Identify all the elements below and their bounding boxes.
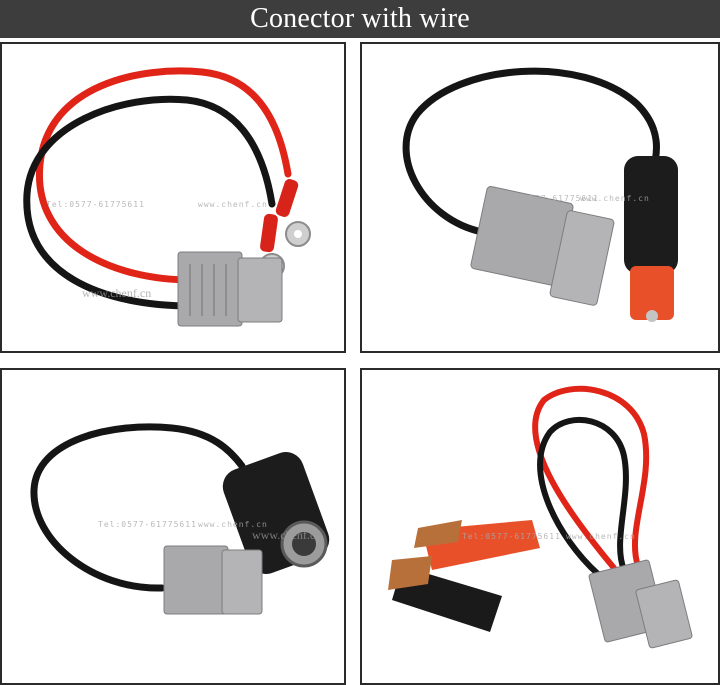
page-title: Conector with wire — [250, 3, 470, 34]
watermark-site-small-4: www.chenf.cn — [566, 532, 636, 541]
watermark-phone: Tel:0577-61775611 — [46, 200, 145, 209]
watermark-site-small-2: www.chenf.cn — [580, 194, 650, 203]
watermark-site-small: www.chenf.cn — [198, 200, 268, 209]
product-panel-cigarette-socket[interactable]: Tel:0577-61775611 www.chenf.cn www.chenf… — [0, 368, 346, 685]
watermark-site: www.chenf.cn — [82, 286, 152, 300]
product-panel-cigarette-plug[interactable]: Tel:0577-61775611 www.chenf.cn — [360, 42, 720, 353]
watermark-phone-4: Tel:0577-61775611 — [462, 532, 561, 541]
watermark-site-small-3: www.chenf.cn — [198, 520, 268, 529]
watermark-site-3: www.chenf.cn — [252, 528, 322, 542]
watermark-phone-3: Tel:0577-61775611 — [98, 520, 197, 529]
watermark-phone-2: Tel:0577-61775611 — [500, 194, 599, 203]
battery-clamp-connector-image — [388, 385, 693, 649]
cigarette-plug-connector-image — [402, 67, 678, 322]
product-panel-battery-clamp[interactable]: Tel:0577-61775611 www.chenf.cn — [360, 368, 720, 685]
product-panel-ring-terminal[interactable]: Tel:0577-61775611 www.chenf.cn www.chenf… — [0, 42, 346, 353]
ring-terminal-connector-image — [23, 67, 311, 327]
cigarette-socket-connector-image — [30, 423, 330, 615]
title-banner: Conector with wire — [0, 0, 720, 38]
